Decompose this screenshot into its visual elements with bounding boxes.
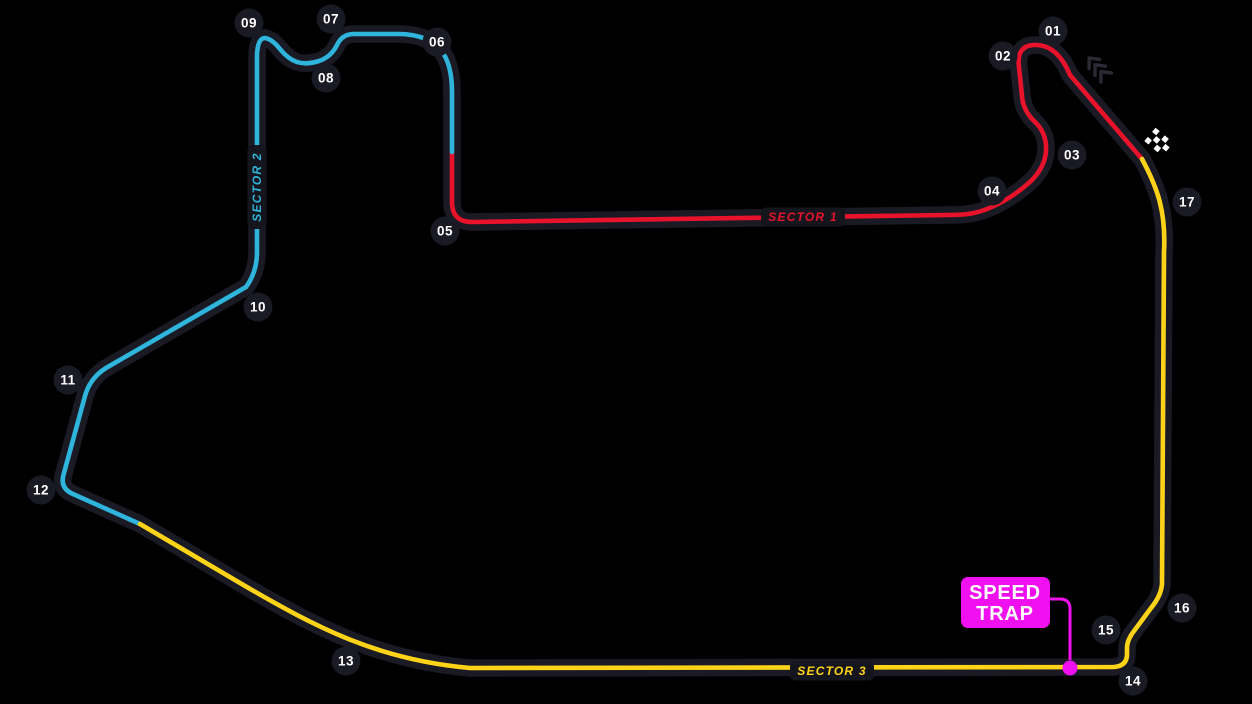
turn-marker-06: 06 (422, 27, 452, 57)
svg-text:15: 15 (1098, 623, 1114, 638)
svg-text:SECTOR 2: SECTOR 2 (250, 152, 264, 221)
svg-text:09: 09 (241, 16, 257, 31)
sector-1-line (449, 42, 1145, 225)
track-casing (53, 25, 1174, 677)
svg-text:SECTOR 3: SECTOR 3 (797, 664, 866, 678)
sector-3-line (137, 156, 1167, 671)
svg-text:05: 05 (437, 224, 453, 239)
turn-marker-17: 17 (1172, 187, 1202, 217)
speed-trap-label-line1: SPEED (969, 582, 1041, 604)
svg-text:03: 03 (1064, 148, 1080, 163)
svg-text:08: 08 (318, 71, 334, 86)
svg-text:17: 17 (1179, 195, 1195, 210)
turn-marker-13: 13 (331, 646, 361, 676)
turn-marker-09: 09 (234, 8, 264, 38)
turn-marker-04: 04 (977, 176, 1007, 206)
turn-marker-15: 15 (1091, 615, 1121, 645)
checkered-flag-icon (1144, 127, 1170, 153)
svg-text:02: 02 (995, 49, 1011, 64)
turn-marker-14: 14 (1118, 666, 1148, 696)
turn-marker-16: 16 (1167, 593, 1197, 623)
speed-trap-label-line2: TRAP (976, 603, 1034, 625)
chevrons-icon (1087, 56, 1114, 84)
svg-text:01: 01 (1045, 24, 1061, 39)
turn-marker-01: 01 (1038, 16, 1068, 46)
svg-text:13: 13 (338, 654, 354, 669)
svg-text:12: 12 (33, 483, 49, 498)
svg-text:14: 14 (1125, 674, 1141, 689)
svg-text:16: 16 (1174, 601, 1190, 616)
turn-marker-10: 10 (243, 292, 273, 322)
svg-text:10: 10 (250, 300, 266, 315)
turn-marker-05: 05 (430, 216, 460, 246)
turn-marker-08: 08 (311, 63, 341, 93)
turn-marker-12: 12 (26, 475, 56, 505)
svg-text:11: 11 (60, 373, 75, 388)
speed-trap-box (961, 577, 1050, 628)
svg-text:04: 04 (984, 184, 1000, 199)
turn-marker-02: 02 (988, 41, 1018, 71)
sector-1-label: SECTOR 1 (761, 207, 845, 227)
speed-trap-dot (1062, 660, 1078, 676)
turn-marker-07: 07 (316, 4, 346, 34)
sector-2-line (60, 31, 455, 527)
turn-marker-11: 11 (53, 365, 83, 395)
sector-2-label: SECTOR 2 (247, 145, 267, 229)
turn-marker-03: 03 (1057, 140, 1087, 170)
speed-trap-callout: SPEED TRAP (961, 577, 1078, 676)
speed-trap-connector (1048, 597, 1072, 660)
svg-text:06: 06 (429, 35, 445, 50)
svg-text:SECTOR 1: SECTOR 1 (768, 210, 837, 224)
svg-text:07: 07 (323, 12, 339, 27)
sector-3-label: SECTOR 3 (790, 661, 874, 681)
